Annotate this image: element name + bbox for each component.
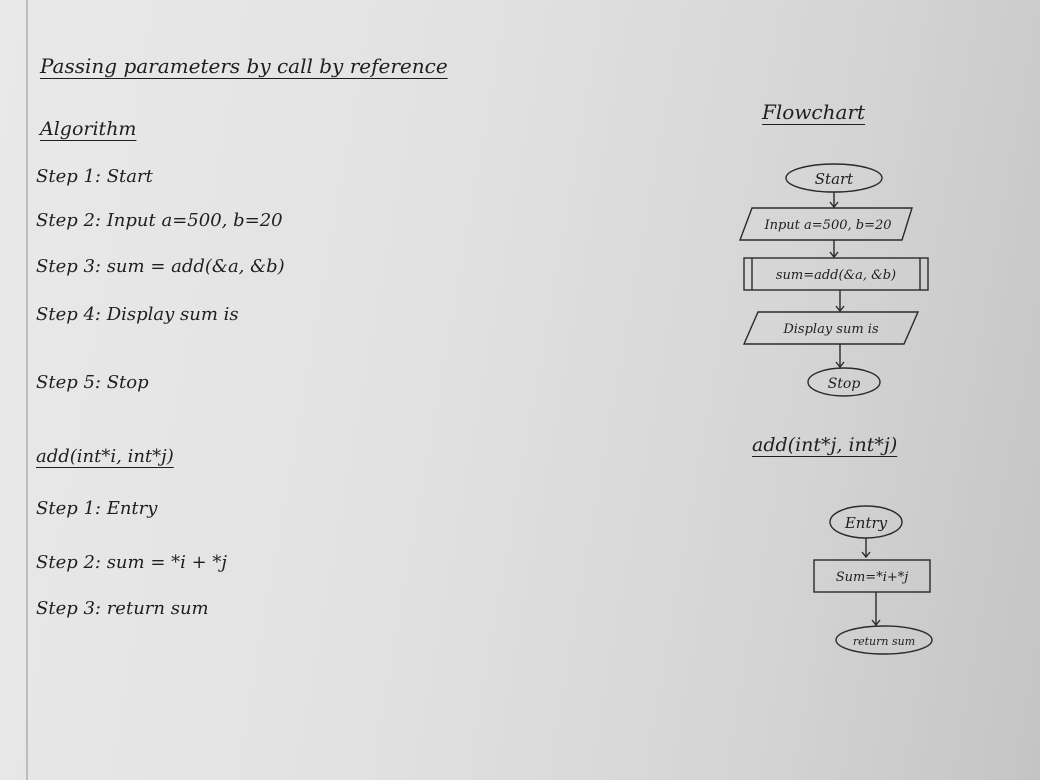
function-step-1: Step 1: Entry xyxy=(36,498,158,519)
return-label: return sum xyxy=(853,635,915,648)
input-label: Input a=500, b=20 xyxy=(763,218,891,233)
entry-label: Entry xyxy=(844,514,888,532)
function-process-label: Sum=*i+*j xyxy=(836,570,909,585)
algorithm-step-4: Step 4: Display sum is xyxy=(36,304,239,325)
start-label: Start xyxy=(815,170,854,188)
return-terminal xyxy=(835,625,933,655)
function-step-2: Step 2: sum = *i + *j xyxy=(36,552,227,573)
arrowhead xyxy=(835,305,845,313)
arrowhead xyxy=(861,551,871,559)
stop-terminal xyxy=(807,367,881,397)
function-heading: add(int*i, int*j) xyxy=(36,446,174,467)
arrowhead xyxy=(829,251,839,259)
algorithm-heading: Algorithm xyxy=(40,118,137,140)
function-process-box xyxy=(813,559,931,593)
algorithm-step-3: Step 3: sum = add(&a, &b) xyxy=(36,256,285,277)
page-title: Passing parameters by call by reference xyxy=(40,54,448,78)
stop-label: Stop xyxy=(828,376,861,392)
process-label: sum=add(&a, &b) xyxy=(776,268,896,283)
arrowhead xyxy=(871,619,881,627)
process-box xyxy=(743,257,929,291)
algorithm-step-5: Step 5: Stop xyxy=(36,372,149,393)
algorithm-step-2: Step 2: Input a=500, b=20 xyxy=(36,210,283,231)
arrowhead xyxy=(835,361,845,369)
flowchart-heading: Flowchart xyxy=(762,100,866,124)
display-parallelogram xyxy=(742,311,920,345)
arrowhead xyxy=(829,201,839,209)
display-label: Display sum is xyxy=(782,322,879,337)
margin-line xyxy=(26,0,28,780)
input-parallelogram xyxy=(738,207,913,241)
algorithm-step-1: Step 1: Start xyxy=(36,166,153,187)
flowchart-function-heading: add(int*j, int*j) xyxy=(752,434,898,456)
function-step-3: Step 3: return sum xyxy=(36,598,209,619)
